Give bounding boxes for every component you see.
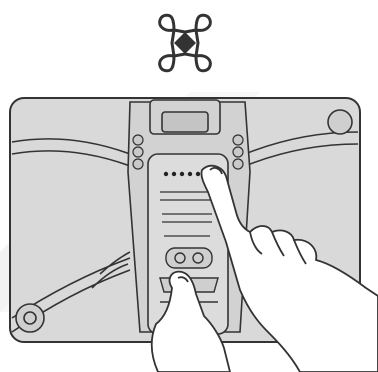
drone-quadcopter-icon	[150, 8, 220, 78]
drone-underside-illustration	[0, 92, 378, 372]
